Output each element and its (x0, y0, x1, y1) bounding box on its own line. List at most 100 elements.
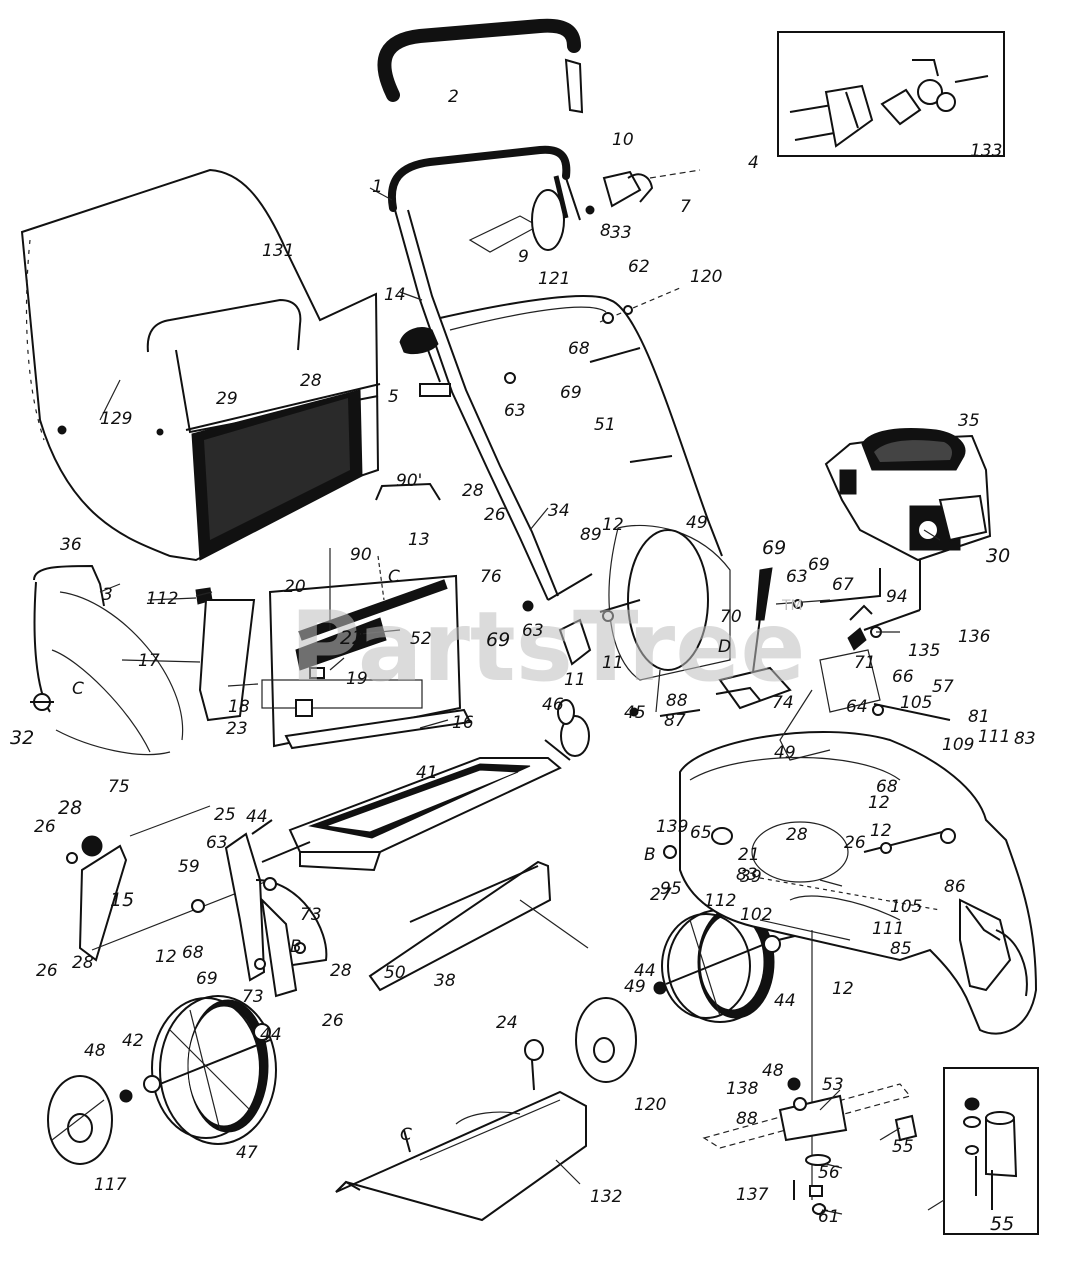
part-label: 7 (680, 197, 691, 217)
part-label: 62 (628, 257, 650, 277)
part-label: 63 (504, 401, 526, 421)
part-label: 10 (612, 130, 634, 150)
part-label: 133 (970, 141, 1002, 161)
part-label: 5 (388, 387, 399, 407)
part-label: 81 (968, 707, 990, 727)
part-label: 111 (872, 919, 904, 939)
part-label: 111 (978, 727, 1010, 747)
part-label: 16 (452, 713, 474, 733)
part-label: 26 (34, 817, 56, 837)
part-labels: 1 2 3 4 5 7 8 9 10 11 11 12 12 12 12 12 … (10, 87, 1036, 1235)
part-label: 83 (736, 865, 758, 885)
part-label: 87 (664, 711, 686, 731)
part-label: 28 (300, 371, 322, 391)
inset-135 (777, 31, 1005, 157)
part-label: 41 (416, 763, 438, 783)
part-label: 12 (832, 979, 854, 999)
part-label: 11 (602, 653, 624, 673)
control-parts (468, 169, 701, 253)
part-label: 26 (36, 961, 58, 981)
part-label: 73 (242, 987, 264, 1007)
part-label: 57 (932, 677, 954, 697)
rear-skirt (288, 715, 590, 872)
part-label: 73 (300, 905, 322, 925)
mower-deck (663, 731, 1038, 1035)
part-label: 49 (686, 513, 708, 533)
rear-door-assembly (195, 482, 462, 748)
front-bracket (522, 524, 731, 725)
blade-assembly (702, 930, 918, 1216)
part-label: 49 (624, 977, 646, 997)
part-label: 17 (138, 651, 160, 671)
part-label: 105 (890, 897, 922, 917)
part-label: 4 (748, 153, 759, 173)
inset-55 (943, 1067, 1039, 1235)
part-label: 131 (262, 241, 294, 261)
part-label: 44 (634, 961, 656, 981)
side-chute (335, 1039, 587, 1222)
part-label: 15 (110, 889, 134, 911)
part-label: 86 (944, 877, 966, 897)
part-label: 135 (908, 641, 940, 661)
part-label: 35 (958, 411, 980, 431)
part-label: 44 (260, 1025, 282, 1045)
part-label: 25 (214, 805, 236, 825)
part-label: 34 (548, 501, 570, 521)
part-label: 12 (602, 515, 624, 535)
part-label: 49 (774, 743, 796, 763)
part-label: 63 (786, 567, 808, 587)
part-label: 2 (448, 87, 459, 107)
part-label: 63 (522, 621, 544, 641)
part-label: 28 (72, 953, 94, 973)
part-label: 33 (610, 223, 632, 243)
rear-baffle (284, 708, 472, 750)
part-label: 90' (396, 471, 422, 491)
part-label: 109 (942, 735, 974, 755)
grass-bag (20, 168, 381, 562)
part-label: 53 (822, 1075, 844, 1095)
part-label: 48 (84, 1041, 106, 1061)
part-label: 64 (846, 697, 868, 717)
part-label: 88 (736, 1109, 758, 1129)
part-label: 66 (892, 667, 914, 687)
part-label: 42 (122, 1031, 144, 1051)
part-label: 59 (178, 857, 200, 877)
part-label: 68 (876, 777, 898, 797)
part-label: 121 (538, 269, 570, 289)
part-label: 28 (58, 797, 82, 819)
part-label: 9 (518, 247, 529, 267)
part-label: 45 (624, 703, 646, 723)
part-label: 69 (196, 969, 218, 989)
front-baffle (368, 860, 552, 992)
part-label: 1 (372, 177, 383, 197)
part-label: 36 (60, 535, 82, 555)
part-label: 18 (228, 697, 250, 717)
part-label: 89 (580, 525, 602, 545)
part-label: 28 (330, 961, 352, 981)
part-label: 76 (480, 567, 502, 587)
part-label: 27 (650, 885, 672, 905)
part-label: 12 (870, 821, 892, 841)
part-label: 68 (182, 943, 204, 963)
part-label: 32 (10, 727, 34, 749)
part-label: 3 (102, 585, 113, 605)
part-label: 21 (738, 845, 760, 865)
part-label: 12 (868, 793, 890, 813)
part-label: C (72, 679, 84, 699)
part-label: 136 (958, 627, 991, 647)
part-label: 69 (486, 629, 510, 651)
part-label: 137 (736, 1185, 769, 1205)
part-label: 30 (986, 545, 1010, 567)
part-label: C (388, 567, 400, 587)
part-label: 50 (384, 963, 406, 983)
part-label: 52 (410, 629, 432, 649)
part-label: 55 (990, 1213, 1014, 1235)
part-label: 13 (408, 530, 430, 550)
part-label: 51 (594, 415, 616, 435)
part-label: 19 (346, 669, 368, 689)
part-label: B (290, 937, 302, 957)
part-label: 105 (900, 693, 932, 713)
part-label: 67 (832, 575, 854, 595)
part-label: 26 (484, 505, 506, 525)
